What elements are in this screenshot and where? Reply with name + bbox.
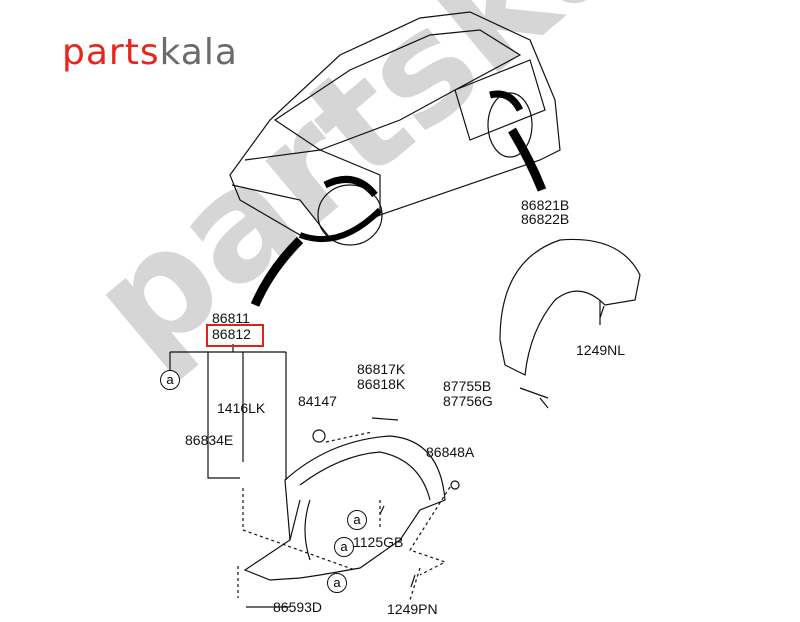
car-illustration xyxy=(229,11,561,246)
ref-marker-a: a xyxy=(347,510,367,530)
label-1249NL[interactable]: 1249NL xyxy=(576,342,626,358)
label-86593D[interactable]: 86593D xyxy=(273,599,323,615)
label-86848A[interactable]: 86848A xyxy=(426,444,475,460)
pointer-front xyxy=(250,236,304,307)
label-1125GB[interactable]: 1125GB xyxy=(353,534,404,550)
ref-marker-a: a xyxy=(160,370,180,390)
logo: partskala xyxy=(62,32,238,73)
label-84147[interactable]: 84147 xyxy=(298,393,337,409)
front-leader-lines xyxy=(169,344,356,608)
ref-marker-a: a xyxy=(327,573,347,593)
label-86834E[interactable]: 86834E xyxy=(185,432,234,448)
label-86817K[interactable]: 86817K xyxy=(357,361,406,377)
label-1249PN[interactable]: 1249PN xyxy=(387,601,438,617)
front-fender-liner xyxy=(243,417,460,601)
label-86812[interactable]: 86812 xyxy=(212,326,251,342)
rear-fender-liner xyxy=(499,238,641,409)
pointer-rear xyxy=(508,127,547,192)
label-86811[interactable]: 86811 xyxy=(212,310,250,326)
logo-part1: parts xyxy=(62,32,160,73)
label-1416LK[interactable]: 1416LK xyxy=(217,400,266,416)
label-86821B[interactable]: 86821B xyxy=(521,197,570,213)
label-87755B[interactable]: 87755B xyxy=(443,378,492,394)
label-86822B[interactable]: 86822B xyxy=(521,211,570,227)
selected-part-highlight xyxy=(206,324,264,347)
logo-part2: kala xyxy=(159,32,238,73)
ref-marker-a: a xyxy=(334,537,354,557)
label-87756G[interactable]: 87756G xyxy=(443,393,493,409)
label-86818K[interactable]: 86818K xyxy=(357,376,406,392)
